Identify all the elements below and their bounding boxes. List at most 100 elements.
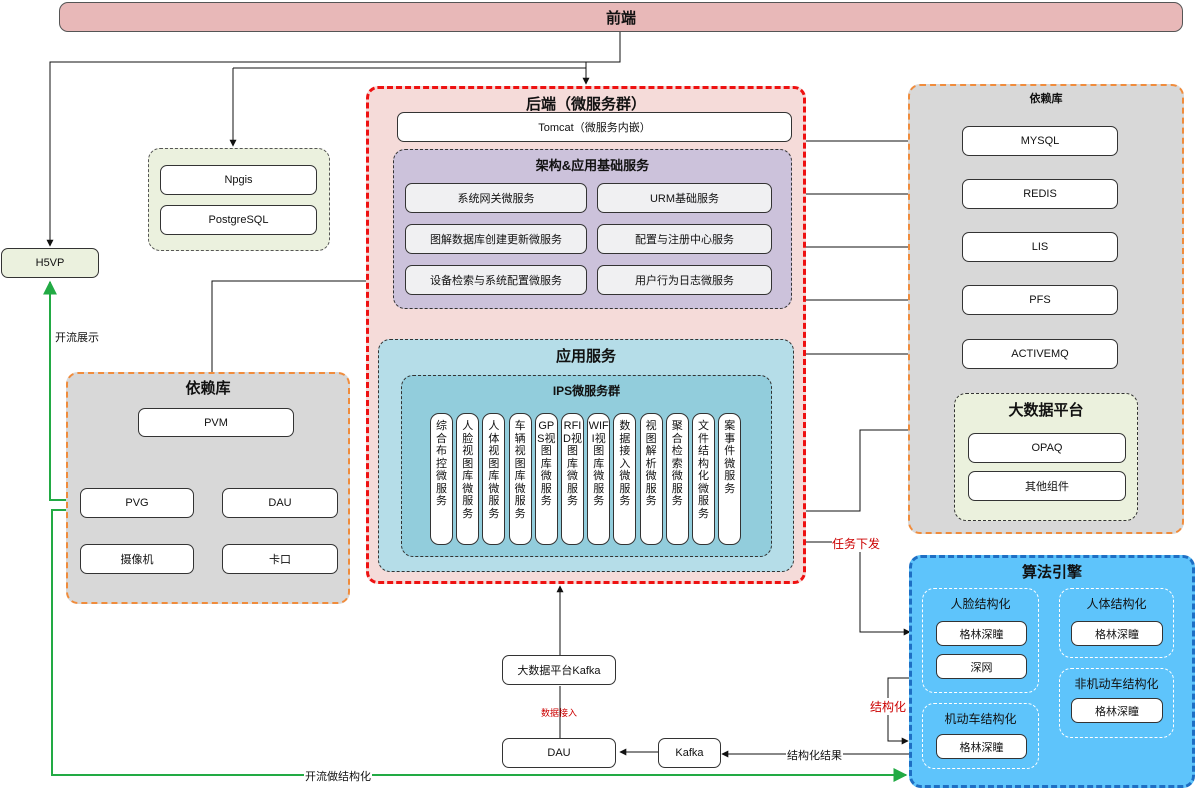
ips-service-column[interactable]: 综合布控微服务 [430, 413, 453, 545]
motor-struct-title: 机动车结构化 [944, 712, 1017, 726]
face-struct-title: 人脸结构化 [950, 597, 1011, 611]
ips-service-column[interactable]: GPS视图库微服务 [534, 413, 558, 545]
ips-service-column[interactable]: 文件结构化微服务 [692, 413, 715, 545]
lis-box[interactable]: LIS [962, 232, 1118, 262]
ips-to-bigdata-line [772, 426, 953, 512]
dau-left-box[interactable]: DAU [222, 488, 338, 518]
pfs-label: PFS [1029, 294, 1051, 306]
ips-service-column[interactable]: 聚合检索微服务 [665, 413, 689, 545]
bigdata-kafka-label: 大数据平台Kafka [517, 665, 601, 677]
h5vp-label: H5VP [35, 257, 65, 269]
backend-title: 后端（微服务群） [525, 96, 646, 113]
app-services-title: 应用服务 [555, 348, 616, 365]
mysql-label: MYSQL [1020, 135, 1060, 147]
ips-service-column[interactable]: 车辆视图库微服务 [508, 413, 532, 545]
left-deps-title: 依赖库 [185, 380, 231, 397]
gateway-service-label: 系统网关微服务 [457, 193, 535, 205]
pvm-box[interactable]: PVM [138, 408, 294, 437]
bigdata-title: 大数据平台 [1008, 402, 1084, 419]
frontend-to-backend-line [582, 32, 621, 85]
user-log-service-box[interactable]: 用户行为日志微服务 [597, 265, 772, 295]
tomcat-label: Tomcat（微服务内嵌） [538, 122, 651, 134]
body-glsz-label: 格林深瞳 [1095, 628, 1139, 641]
pvm-label: PVM [204, 416, 228, 429]
ips-title: IPS微服务群 [552, 384, 621, 398]
task-dispatch-line [786, 541, 911, 636]
structuring-label: 结构化 [870, 698, 907, 715]
postgresql-label: PostgreSQL [208, 214, 269, 226]
opaq-box[interactable]: OPAQ [968, 433, 1126, 463]
device-search-service-label: 设备检索与系统配置微服务 [430, 275, 562, 287]
task-dispatch-label: 任务下发 [832, 535, 881, 552]
config-registry-service-label: 配置与注册中心服务 [635, 234, 734, 246]
tomcat-box[interactable]: Tomcat（微服务内嵌） [397, 112, 792, 142]
graph-db-service-label: 图解数据库创建更新微服务 [430, 234, 562, 246]
arch-to-left-deps-line [211, 280, 394, 372]
gate-label: 卡口 [269, 554, 291, 566]
body-glsz-box[interactable]: 格林深瞳 [1071, 621, 1163, 646]
pvg-box[interactable]: PVG [80, 488, 194, 518]
open-stream-structuring-label: 开流做结构化 [304, 768, 372, 784]
npgis-group [148, 148, 330, 251]
frontend-to-h5vp-line [46, 61, 620, 247]
camera-box[interactable]: 摄像机 [80, 544, 194, 574]
gate-box[interactable]: 卡口 [222, 544, 338, 574]
ips-service-column[interactable]: 视图解析微服务 [639, 413, 663, 545]
right-deps-title: 依赖库 [1029, 93, 1063, 105]
postgresql-box[interactable]: PostgreSQL [160, 205, 317, 235]
opaq-label: OPAQ [1031, 442, 1063, 454]
npgis-label: Npgis [224, 174, 253, 186]
config-registry-service-box[interactable]: 配置与注册中心服务 [597, 224, 772, 254]
dau-bottom-label: DAU [547, 747, 571, 759]
face-shenwang-box[interactable]: 深网 [936, 654, 1027, 679]
user-log-service-label: 用户行为日志微服务 [635, 275, 734, 287]
activemq-box[interactable]: ACTIVEMQ [962, 339, 1118, 369]
motor-struct-group: 机动车结构化 [922, 703, 1039, 769]
structuring-result-label: 结构化结果 [786, 747, 843, 763]
kafka-label: Kafka [675, 747, 704, 759]
camera-label: 摄像机 [120, 554, 154, 566]
open-stream-display-label: 开流展示 [55, 332, 99, 344]
bigdata-kafka-box[interactable]: 大数据平台Kafka [502, 655, 616, 685]
ips-service-column[interactable]: 人体视图库微服务 [482, 413, 506, 545]
face-shenwang-label: 深网 [970, 661, 993, 674]
pfs-box[interactable]: PFS [962, 285, 1118, 315]
face-struct-group: 人脸结构化 [922, 588, 1039, 693]
gateway-service-box[interactable]: 系统网关微服务 [405, 183, 587, 213]
lis-label: LIS [1031, 241, 1049, 253]
frontend-label: 前端 [605, 9, 636, 27]
urm-service-box[interactable]: URM基础服务 [597, 183, 772, 213]
redis-label: REDIS [1023, 188, 1057, 200]
other-components-box[interactable]: 其他组件 [968, 471, 1126, 501]
face-glsz-label: 格林深瞳 [959, 628, 1004, 641]
motor-glsz-label: 格林深瞳 [959, 741, 1004, 754]
ips-service-column[interactable]: WIFI视图库微服务 [587, 413, 611, 545]
dau-bottom-box[interactable]: DAU [502, 738, 616, 768]
data-access-label: 数据接入 [541, 708, 578, 718]
kafka-box[interactable]: Kafka [658, 738, 721, 768]
other-components-label: 其他组件 [1025, 481, 1069, 493]
redis-box[interactable]: REDIS [962, 179, 1118, 209]
graph-db-service-box[interactable]: 图解数据库创建更新微服务 [405, 224, 587, 254]
algo-engine-title: 算法引擎 [1021, 564, 1082, 581]
ips-service-column[interactable]: 案事件微服务 [718, 413, 742, 545]
urm-service-label: URM基础服务 [649, 193, 720, 205]
mysql-box[interactable]: MYSQL [962, 126, 1118, 156]
face-glsz-box[interactable]: 格林深瞳 [936, 621, 1027, 646]
motor-glsz-box[interactable]: 格林深瞳 [936, 734, 1027, 759]
npgis-box[interactable]: Npgis [160, 165, 317, 195]
ips-service-column[interactable]: 数据接入微服务 [613, 413, 637, 545]
frontend-bar[interactable]: 前端 [59, 2, 1183, 32]
nonmotor-struct-group: 非机动车结构化 [1059, 668, 1174, 738]
activemq-label: ACTIVEMQ [1011, 348, 1069, 360]
nonmotor-struct-title: 非机动车结构化 [1074, 677, 1159, 691]
body-struct-group: 人体结构化 [1059, 588, 1174, 658]
nonmotor-glsz-label: 格林深瞳 [1095, 705, 1139, 718]
body-struct-title: 人体结构化 [1086, 597, 1147, 611]
ips-service-column[interactable]: RFID视图库微服务 [561, 413, 584, 545]
device-search-service-box[interactable]: 设备检索与系统配置微服务 [405, 265, 587, 295]
nonmotor-glsz-box[interactable]: 格林深瞳 [1071, 698, 1163, 723]
h5vp-box[interactable]: H5VP [1, 248, 99, 278]
ips-service-column[interactable]: 人脸视图库微服务 [456, 413, 480, 545]
pvg-label: PVG [125, 497, 149, 509]
